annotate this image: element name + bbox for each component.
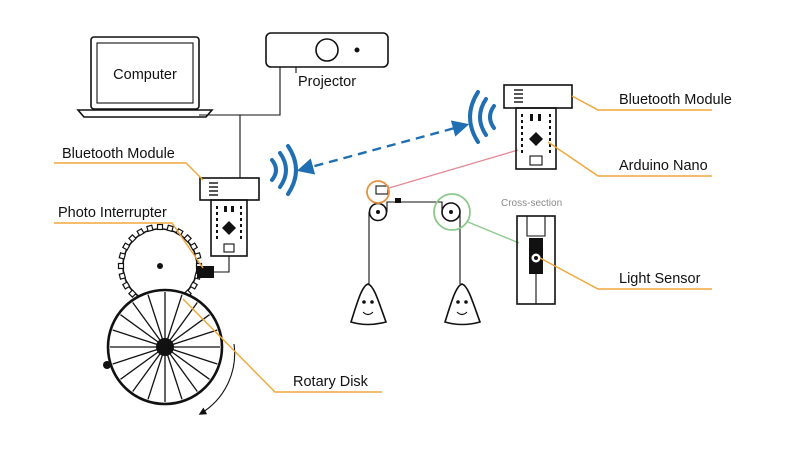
computer-icon bbox=[76, 36, 214, 118]
gear-tooth bbox=[183, 234, 192, 243]
gear-tooth bbox=[136, 227, 145, 237]
gear-tooth bbox=[128, 234, 137, 243]
leader-lines bbox=[54, 95, 712, 393]
computer-label: Computer bbox=[113, 67, 177, 83]
wheel-spoke bbox=[164, 329, 218, 348]
wheel-spoke bbox=[164, 302, 198, 348]
bluetooth-link-arrow bbox=[296, 120, 470, 175]
gear-tooth bbox=[128, 289, 137, 298]
gear-tooth bbox=[146, 224, 154, 233]
wireless-signal-right-icon bbox=[468, 90, 496, 144]
pink-connector-line bbox=[388, 149, 519, 189]
projector-icon bbox=[265, 32, 389, 68]
photo-interrupter-icon bbox=[197, 256, 230, 278]
bluetooth-module-right-label: Bluetooth Module bbox=[619, 92, 732, 108]
gear-tooth bbox=[121, 242, 131, 251]
wireless-signal-left-icon bbox=[270, 144, 298, 196]
gear-tooth bbox=[166, 224, 174, 233]
bluetooth-module-left-icon bbox=[199, 177, 260, 201]
cable bbox=[199, 114, 241, 178]
light-sensor-label: Light Sensor bbox=[619, 271, 701, 287]
arduino-nano-label: Arduino Nano bbox=[619, 158, 708, 174]
gear-tooth bbox=[156, 223, 164, 231]
wheel-spoke bbox=[164, 346, 210, 380]
wheel-spoke bbox=[120, 346, 166, 380]
wheel-spoke bbox=[164, 294, 183, 348]
green-connector-line bbox=[467, 221, 520, 244]
light-sensor-cross-section-icon bbox=[516, 215, 556, 305]
wheel-spoke bbox=[147, 346, 166, 400]
ghost-figure-left-icon bbox=[349, 283, 388, 326]
wheel-spoke bbox=[147, 294, 166, 348]
bluetooth-module-left-label: Bluetooth Module bbox=[62, 146, 175, 162]
rotary-disk-label: Rotary Disk bbox=[293, 374, 369, 390]
gear-tooth bbox=[189, 281, 199, 290]
wheel-spoke bbox=[164, 346, 198, 392]
gear-tooth bbox=[189, 242, 199, 251]
arduino-nano-right-icon bbox=[515, 107, 557, 170]
gear-tooth bbox=[117, 262, 125, 270]
cable bbox=[240, 67, 281, 116]
wheel-spoke bbox=[132, 302, 166, 348]
ghost-figure-right-icon bbox=[443, 283, 482, 326]
wheel-spoke bbox=[112, 346, 166, 365]
bluetooth-module-right-icon bbox=[503, 84, 573, 109]
gear-tooth bbox=[118, 272, 127, 280]
rotary-disk-icon bbox=[103, 223, 236, 415]
photo-interrupter-label: Photo Interrupter bbox=[58, 205, 167, 221]
pulley-highlight-circle bbox=[433, 193, 471, 231]
gear-tooth bbox=[121, 281, 131, 290]
pulley-system-icon bbox=[368, 185, 461, 284]
wheel-spoke bbox=[164, 314, 210, 348]
projector-label: Projector bbox=[298, 74, 356, 90]
wheel-spoke bbox=[164, 346, 218, 365]
wheel-spoke bbox=[112, 329, 166, 348]
gear-tooth bbox=[118, 252, 127, 260]
arduino-nano-left-icon bbox=[210, 199, 248, 257]
cross-section-label: Cross-section bbox=[501, 198, 562, 209]
sensor-highlight-circle bbox=[366, 180, 390, 204]
wheel-spoke bbox=[132, 346, 166, 392]
wheel-spoke bbox=[120, 314, 166, 348]
wheel-spoke bbox=[164, 346, 183, 400]
